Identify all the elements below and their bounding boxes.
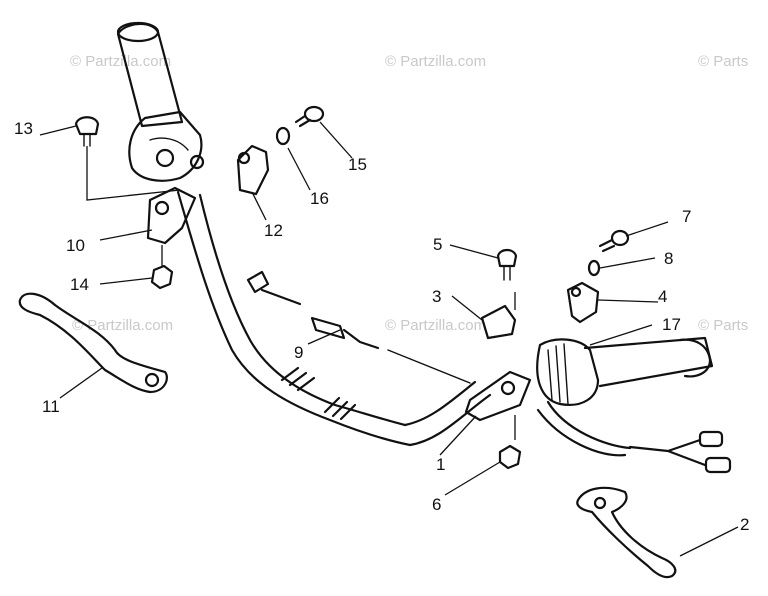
watermark: © Partzilla.com	[70, 53, 171, 70]
cable-9	[246, 270, 471, 384]
watermark: © Partzilla.com	[72, 317, 173, 334]
callout-11: 11	[42, 397, 60, 416]
left-grip	[116, 21, 205, 182]
callout-9: 9	[294, 343, 303, 362]
callout-8: 8	[664, 249, 673, 268]
bracket-4	[566, 281, 600, 324]
callout-12: 12	[264, 221, 283, 240]
callout-labels: 1 2 3 4 5 6 7 8 9 10 11 12 13 14 15 16 1…	[14, 119, 749, 534]
callout-3: 3	[432, 287, 441, 306]
callout-17: 17	[662, 315, 681, 334]
washer-16	[275, 126, 291, 146]
watermark: © Parts	[698, 317, 748, 334]
lever-2	[576, 486, 677, 579]
right-holder	[464, 370, 532, 422]
callout-5: 5	[433, 235, 442, 254]
bolt-13	[74, 116, 181, 201]
handlebar	[176, 190, 492, 447]
callout-15: 15	[348, 155, 367, 174]
watermark: © Partzilla.com	[385, 317, 486, 334]
bolt-5	[496, 248, 518, 281]
callout-1: 1	[436, 455, 445, 474]
callout-14: 14	[70, 275, 89, 294]
watermark: © Partzilla.com	[385, 53, 486, 70]
callout-13: 13	[14, 119, 33, 138]
screw-15	[294, 105, 325, 128]
callout-16: 16	[310, 189, 329, 208]
bracket-12	[236, 144, 270, 196]
leader-lines	[39, 121, 739, 557]
lever-11	[18, 292, 168, 394]
right-grip-assembly	[536, 336, 732, 474]
screw-7	[598, 229, 630, 253]
switch-3	[480, 304, 517, 340]
washer-8	[587, 259, 601, 277]
callout-2: 2	[740, 515, 749, 534]
callout-4: 4	[658, 287, 667, 306]
callout-7: 7	[682, 207, 691, 226]
callout-10: 10	[66, 236, 85, 255]
callout-6: 6	[432, 495, 441, 514]
watermark-layer: © Partzilla.com © Partzilla.com © Parts …	[70, 53, 748, 334]
nut-6	[498, 444, 522, 470]
left-holder	[146, 186, 197, 245]
nut-14	[150, 245, 174, 290]
watermark: © Parts	[698, 53, 748, 70]
